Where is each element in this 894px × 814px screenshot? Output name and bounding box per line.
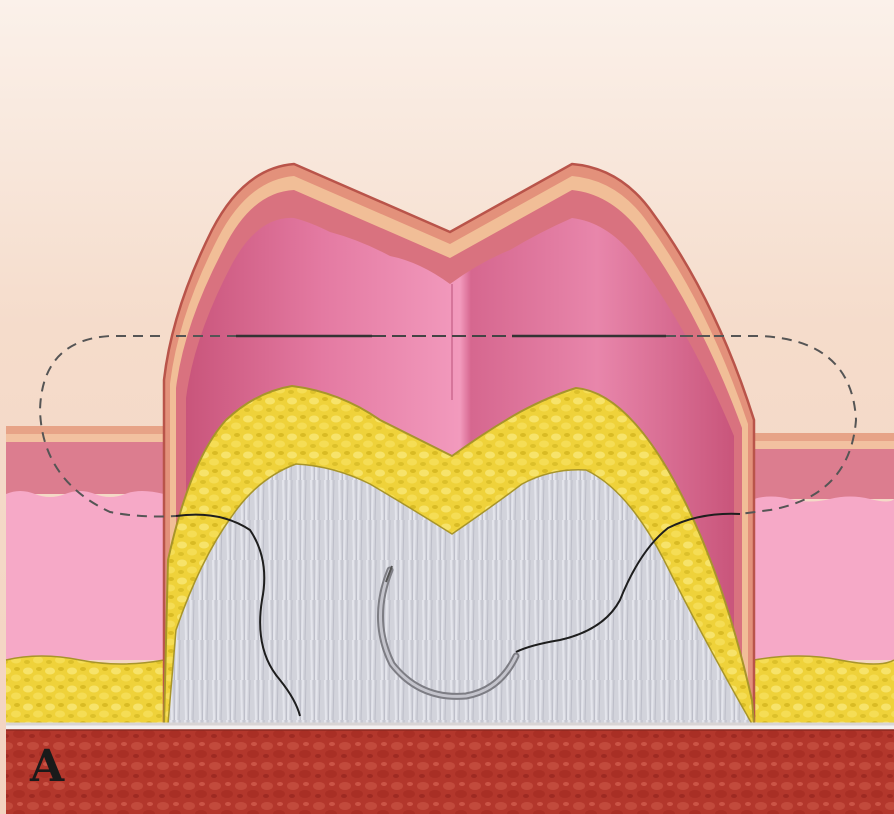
- right-skin-edge: [754, 433, 894, 724]
- panel-label: A: [30, 745, 64, 789]
- muscle-layer: [6, 724, 894, 814]
- left-skin-edge: [6, 426, 164, 724]
